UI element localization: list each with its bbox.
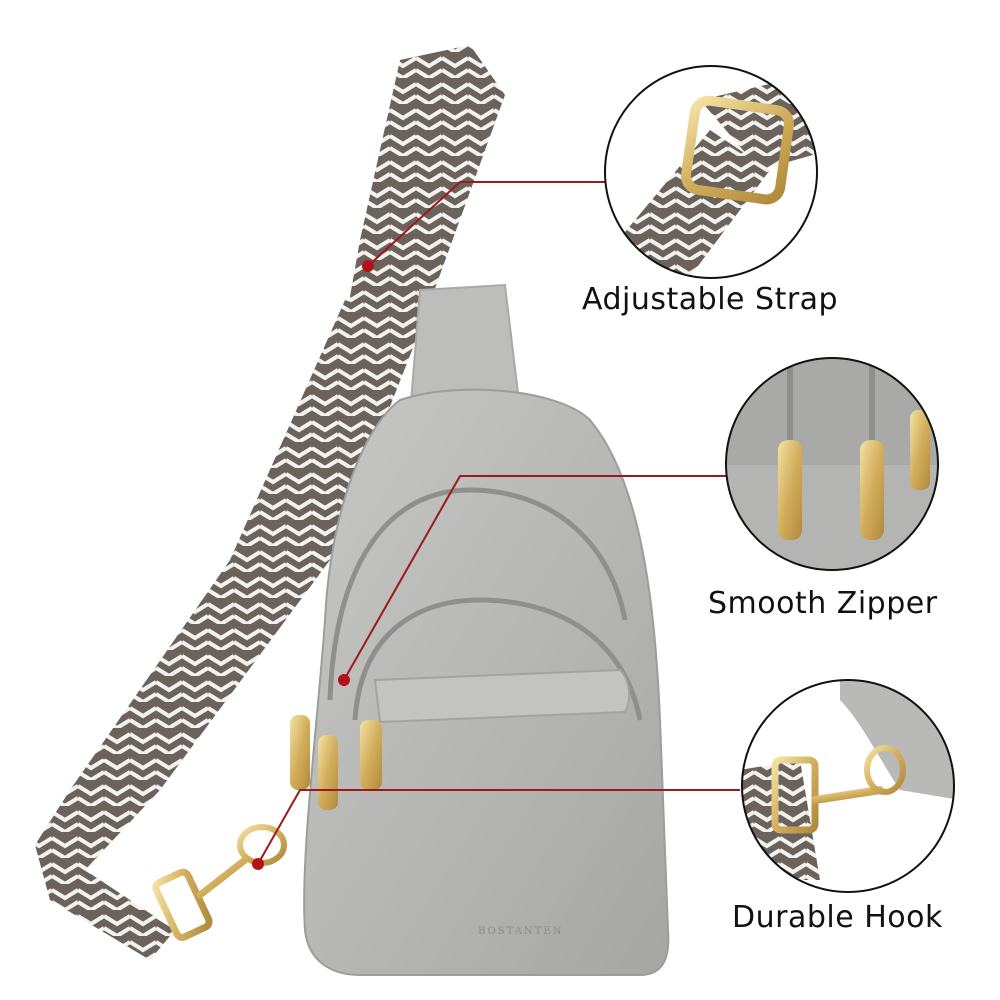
brand-logo: BOSTANTEN [478, 926, 563, 937]
strap-end [35, 845, 175, 960]
caption-smooth-zipper: Smooth Zipper [708, 586, 938, 621]
detail-circle-hook [741, 679, 955, 893]
zipper-arc-front [352, 597, 643, 721]
pocket-flap [373, 668, 631, 724]
detail-circle-strap [604, 65, 818, 279]
strap-lower [35, 300, 420, 870]
pointer-lines [257, 181, 740, 865]
zipper-arc-top [327, 487, 628, 701]
pointer-dot-icon [338, 674, 350, 686]
strap-upper [345, 45, 505, 330]
caption-durable-hook: Durable Hook [732, 900, 943, 935]
pointer-dot-icon [362, 260, 374, 272]
zipper-pulls [290, 715, 382, 810]
detail-circle-zipper [725, 357, 939, 571]
pointer-dot-icon [252, 858, 264, 870]
caption-adjustable-strap: Adjustable Strap [582, 282, 839, 317]
bag-hook [196, 824, 287, 899]
